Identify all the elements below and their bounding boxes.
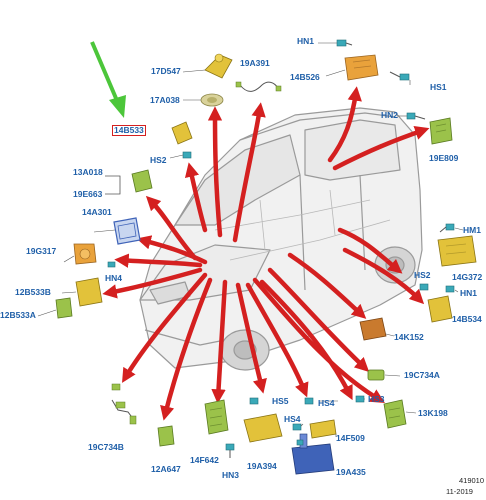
- label-13a018: 13A018: [73, 167, 103, 177]
- label-hn3: HN3: [222, 470, 239, 480]
- label-14k152: 14K152: [394, 332, 424, 342]
- mount-icon: [201, 94, 223, 106]
- label-14g372: 14G372: [452, 272, 482, 282]
- label-19e663: 19E663: [73, 189, 102, 199]
- label-17d547: 17D547: [151, 66, 181, 76]
- label-hn1-right: HN1: [460, 288, 477, 298]
- diagram-date: 11-2019: [446, 487, 473, 496]
- connector-icon: [226, 444, 234, 458]
- label-14a301: 14A301: [82, 207, 112, 217]
- module-icon: [345, 55, 378, 80]
- label-13k198: 13K198: [418, 408, 448, 418]
- label-14b534: 14B534: [452, 314, 482, 324]
- label-14f642: 14F642: [190, 455, 219, 465]
- label-hn1-top: HN1: [297, 36, 314, 46]
- label-19a394: 19A394: [247, 461, 277, 471]
- module-icon: [172, 122, 192, 144]
- label-17a038: 17A038: [150, 95, 180, 105]
- bracket-icon: [114, 218, 140, 244]
- label-hs3: HS3: [368, 394, 385, 404]
- label-12b533b: 12B533B: [15, 287, 51, 297]
- connector-icon: [297, 440, 303, 445]
- module-icon: [132, 170, 152, 192]
- module-icon: [205, 400, 228, 434]
- label-19c734b: 19C734B: [88, 442, 124, 452]
- connector-icon: [108, 262, 115, 267]
- connector-icon: [407, 113, 425, 119]
- sensor-icon: [205, 54, 232, 78]
- highlight-pointer-arrow: [92, 42, 126, 118]
- module-icon: [384, 400, 406, 428]
- sensor-icon: [310, 420, 336, 438]
- connector-icon: [305, 398, 313, 404]
- label-hs4-b: HS4: [284, 414, 301, 424]
- connector-icon: [446, 286, 454, 292]
- label-19a435: 19A435: [336, 467, 366, 477]
- connector-icon: [293, 424, 301, 430]
- sensor-icon: [158, 426, 174, 446]
- label-hm1: HM1: [463, 225, 481, 235]
- label-hs2-right: HS2: [414, 270, 431, 280]
- sensor-icon: [368, 370, 384, 380]
- connector-icon: [420, 284, 428, 290]
- connector-icon: [183, 152, 191, 158]
- module-icon: [438, 236, 476, 266]
- connector-icon: [356, 396, 364, 402]
- label-14f509: 14F509: [336, 433, 365, 443]
- label-hn4: HN4: [105, 273, 122, 283]
- connector-icon: [390, 72, 409, 80]
- bracket-line: [105, 176, 120, 194]
- sensor-icon: [56, 298, 72, 318]
- sensor-icon: [244, 414, 282, 442]
- label-19e809: 19E809: [429, 153, 458, 163]
- label-hs5: HS5: [272, 396, 289, 406]
- label-14b533-highlighted: 14B533: [112, 125, 146, 136]
- connector-icon: [250, 398, 258, 404]
- label-14b526: 14B526: [290, 72, 320, 82]
- module-icon: [430, 118, 452, 144]
- sensor-icon: [74, 244, 96, 264]
- label-hs4: HS4: [318, 398, 335, 408]
- connector-icon: [440, 224, 454, 232]
- connector-icon: [337, 40, 352, 46]
- label-19c734a: 19C734A: [404, 370, 440, 380]
- diagram-reference-code: 419010: [459, 476, 484, 485]
- label-hn2: HN2: [381, 110, 398, 120]
- module-icon: [360, 318, 386, 340]
- module-icon: [428, 296, 452, 322]
- cable-icon: [112, 384, 136, 424]
- label-19a391: 19A391: [240, 58, 270, 68]
- label-12b533a: 12B533A: [0, 310, 36, 320]
- label-hs1: HS1: [430, 82, 447, 92]
- van-side-window: [305, 120, 400, 180]
- label-19g317: 19G317: [26, 246, 56, 256]
- label-hs2-left: HS2: [150, 155, 167, 165]
- label-12a647: 12A647: [151, 464, 181, 474]
- module-icon: [76, 278, 102, 306]
- cable-icon: [236, 82, 281, 91]
